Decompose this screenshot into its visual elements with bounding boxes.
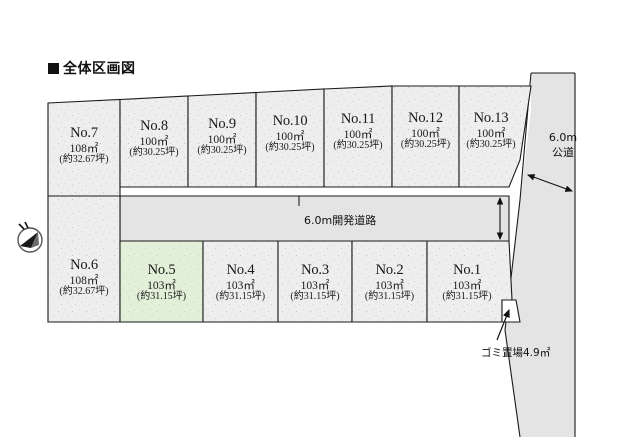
east-road-label: 6.0m 公道: [540, 131, 586, 161]
east-road-width-label: 6.0m: [548, 131, 578, 144]
gomi-pointer-arrow: [496, 308, 510, 341]
plot-shape-no1[interactable]: [426, 240, 513, 323]
plot-shape-no4[interactable]: [202, 240, 279, 323]
plot-shape-no3[interactable]: [277, 240, 353, 323]
east-road-type-label: 公道: [552, 145, 574, 159]
page-title: 全体区画図: [48, 58, 136, 78]
center-road-label: 6.0m開発道路: [304, 214, 377, 227]
plot-shape-no2[interactable]: [351, 240, 428, 323]
plot-shape-no5[interactable]: [119, 240, 204, 323]
gomi-placement-shape: [496, 299, 521, 341]
plot-shape-no9[interactable]: [187, 91, 257, 188]
north-arrow-icon: [17, 221, 43, 253]
plot-shape-no11[interactable]: [323, 85, 393, 188]
page-title-text: 全体区画図: [63, 61, 136, 77]
east-public-road: [504, 72, 576, 437]
square-bullet-icon: [48, 62, 59, 74]
plot-shape-no10[interactable]: [255, 88, 325, 188]
east-road-width-dimension: [526, 174, 574, 192]
plot-shape-no7[interactable]: [47, 98, 121, 197]
gomi-label: ゴミ置場4.9㎡: [481, 347, 551, 359]
plot-shape-no13[interactable]: [458, 85, 532, 188]
plot-shape-no12[interactable]: [391, 85, 460, 188]
plot-shape-no6[interactable]: [47, 195, 121, 323]
plot-shape-no8[interactable]: [119, 95, 189, 188]
